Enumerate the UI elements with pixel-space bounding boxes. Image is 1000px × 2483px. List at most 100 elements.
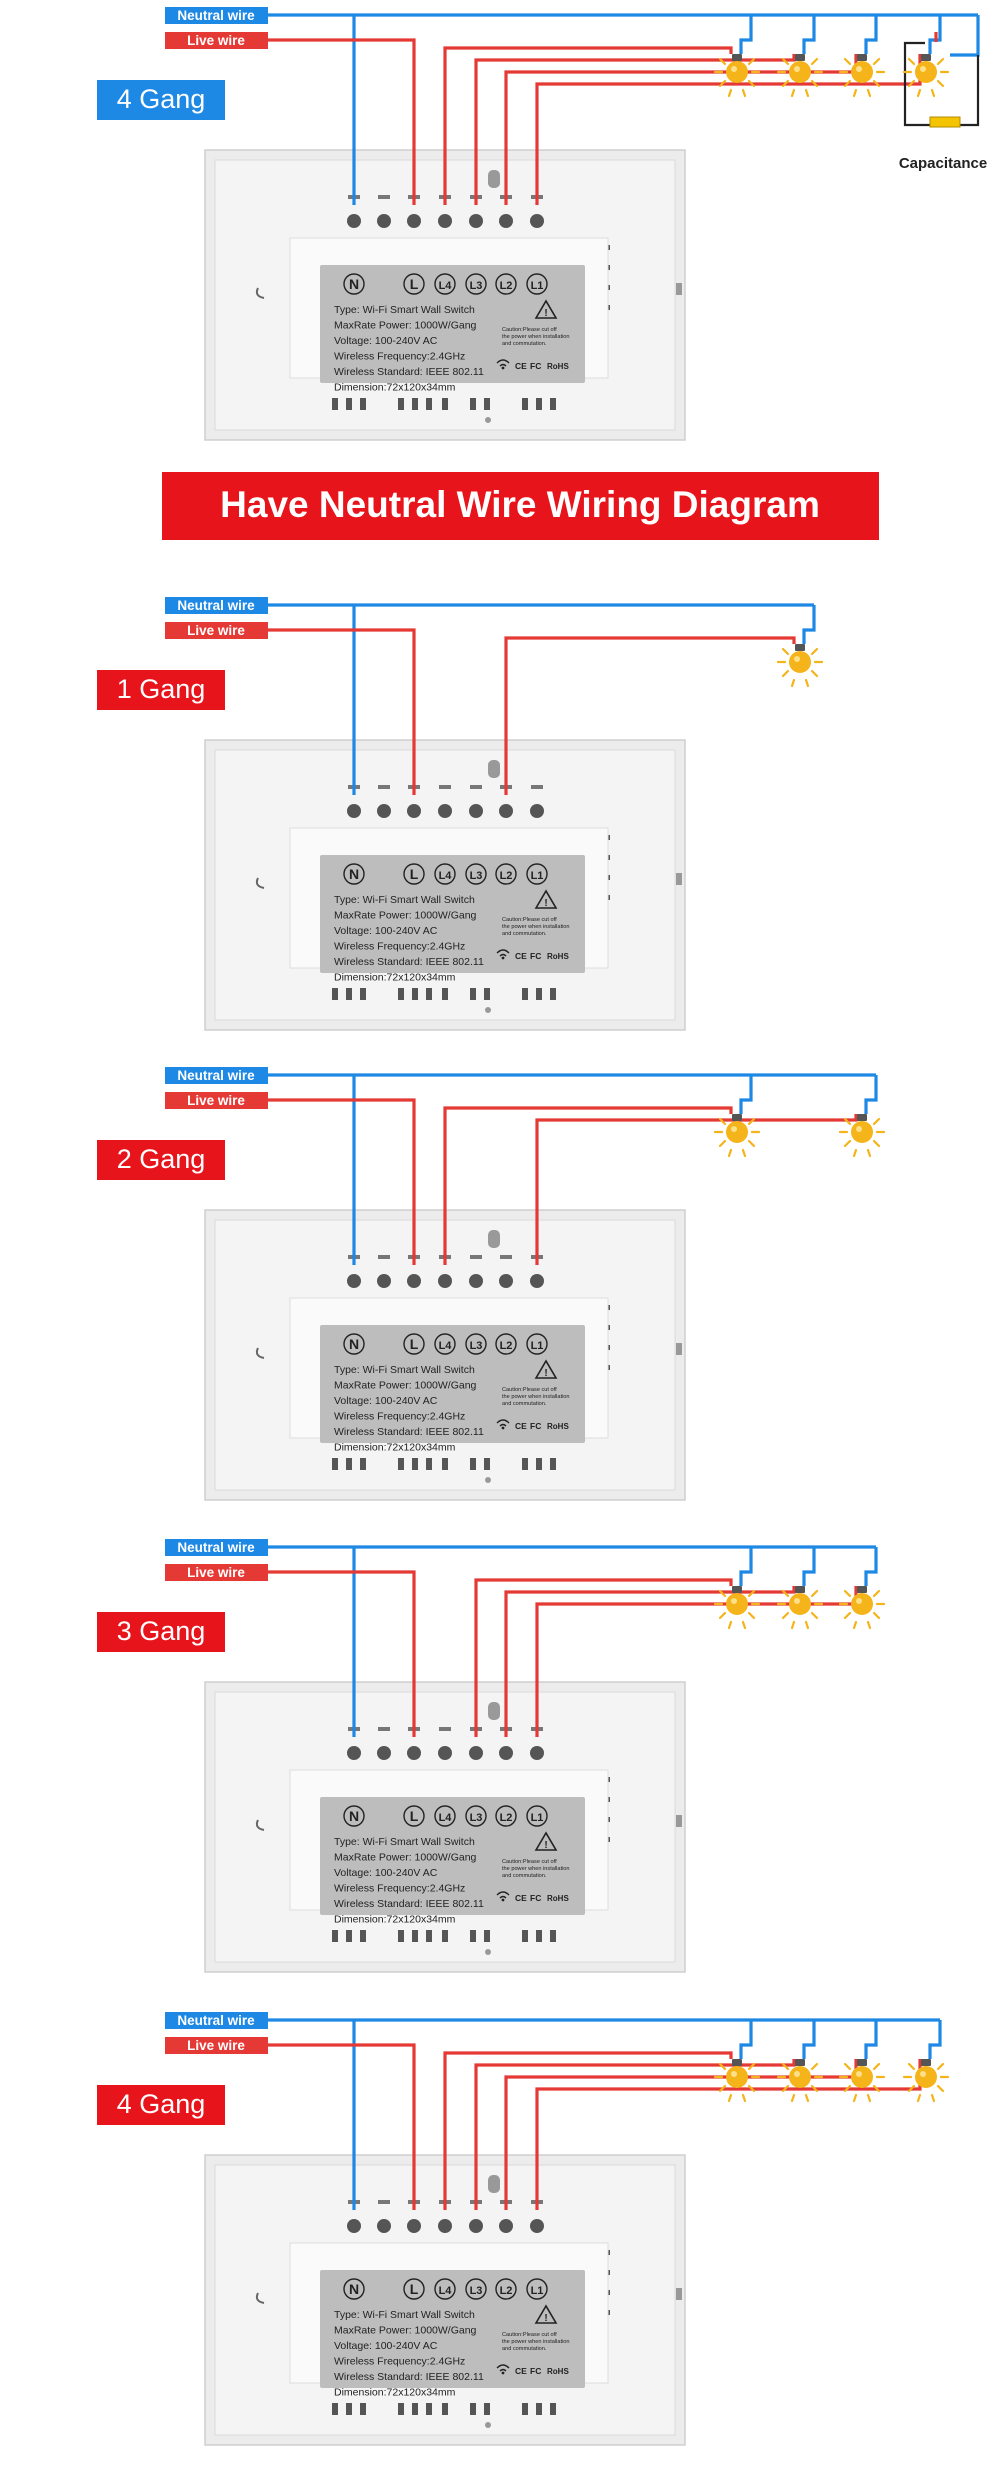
live-wire-label: Live wire <box>187 1565 245 1580</box>
bulb-icon <box>838 1114 886 1158</box>
bottom-pin <box>346 398 352 410</box>
neutral-branch <box>864 2020 878 2059</box>
wifi-icon <box>496 949 510 954</box>
terminal-mark <box>465 2278 487 2300</box>
bulb-ray <box>866 1148 872 1158</box>
terminal-label: L1 <box>531 1812 544 1824</box>
neutral-branch <box>864 15 878 54</box>
terminal-screw <box>407 214 421 228</box>
bulb-ray <box>843 57 852 66</box>
terminal-screw-top <box>439 1727 451 1731</box>
bulb-ray <box>810 1611 819 1620</box>
bulb-ray <box>727 1148 733 1158</box>
bulb-ray <box>872 79 881 88</box>
edge-notch <box>676 1815 682 1827</box>
bottom-pin <box>398 1930 404 1942</box>
bulb-ray <box>810 2062 819 2071</box>
top-tab <box>488 1230 500 1248</box>
terminal-screw <box>530 2219 544 2233</box>
bulb-highlight <box>731 2071 737 2077</box>
bulb-highlight <box>920 66 926 72</box>
terminal-screw <box>347 1274 361 1288</box>
bulb-ray <box>747 57 756 66</box>
switched-live-L3 <box>474 2059 796 2210</box>
bulb-base <box>795 1586 805 1593</box>
terminal-screw <box>438 1746 452 1760</box>
bottom-tab <box>485 1007 491 1013</box>
bulb-icon <box>902 54 950 98</box>
spec-line: Voltage: 100-240V AC <box>334 1867 438 1879</box>
terminal-screw <box>499 804 513 818</box>
bottom-pin <box>470 988 476 1000</box>
caution-line: and commutation. <box>502 1873 547 1879</box>
bulb-ray <box>804 88 810 98</box>
bulb-base <box>732 2059 742 2066</box>
bulb-glass <box>726 1121 748 1143</box>
terminal-mark <box>465 863 487 885</box>
bottom-pin <box>522 398 528 410</box>
bulb-glass <box>851 2066 873 2088</box>
live-wire-tag <box>165 32 268 49</box>
cert-ce: CE <box>515 361 527 371</box>
bottom-pin <box>484 2403 490 2415</box>
warning-mark: ! <box>544 308 547 319</box>
wifi-icon <box>496 2364 510 2369</box>
top-tab <box>488 2175 500 2193</box>
banner-background <box>162 472 879 540</box>
cert-ce: CE <box>515 1421 527 1431</box>
bulb-ray <box>916 88 922 98</box>
neutral-branch <box>802 2020 816 2059</box>
neutral-wire-label: Neutral wire <box>177 1068 255 1083</box>
caution-line: and commutation. <box>502 931 547 937</box>
terminal-screw <box>347 214 361 228</box>
terminal-screw <box>530 1274 544 1288</box>
bulb-base <box>921 2059 931 2066</box>
terminal-screw <box>407 804 421 818</box>
bulb-ray <box>781 1589 790 1598</box>
live-wire-tag <box>165 622 268 639</box>
live-wire-tag <box>165 1564 268 1581</box>
bottom-pin <box>442 988 448 1000</box>
bottom-pin <box>360 398 366 410</box>
warning-mark: ! <box>544 1840 547 1851</box>
cert-rohs: RoHS <box>547 1894 569 1903</box>
cap-body <box>929 116 961 128</box>
terminal-screw-top <box>378 195 390 199</box>
terminal-screw <box>347 2219 361 2233</box>
warning-icon <box>534 2304 558 2324</box>
terminal-label: L <box>410 2281 419 2297</box>
switched-live-L3 <box>474 54 796 205</box>
bottom-tab <box>485 1477 491 1483</box>
terminal-screw <box>347 804 361 818</box>
neutral-wire-tag <box>165 1539 268 1556</box>
bulb-ray <box>790 1620 796 1630</box>
switched-live-L4 <box>443 2051 733 2210</box>
neutral-branch <box>802 1547 816 1586</box>
caution-line: and commutation. <box>502 1401 547 1407</box>
bulb-ray <box>907 2062 916 2071</box>
bottom-pin <box>332 1458 338 1470</box>
bottom-pin <box>398 1458 404 1470</box>
gang-label-box <box>97 1612 225 1652</box>
bottom-pin <box>470 398 476 410</box>
bulb-ray <box>843 1117 852 1126</box>
bulb-ray <box>747 2062 756 2071</box>
caution-line: the power when installation <box>502 334 569 340</box>
terminal-screw <box>469 804 483 818</box>
bulb-glass <box>789 2066 811 2088</box>
terminal-mark <box>434 1333 456 1355</box>
warning-icon <box>534 889 558 909</box>
bottom-pin <box>522 1458 528 1470</box>
bottom-pin <box>412 988 418 1000</box>
neutral-wire-label: Neutral wire <box>177 2013 255 2028</box>
terminal-mark <box>465 1333 487 1355</box>
terminal-label: L3 <box>470 280 483 292</box>
bottom-tab <box>485 417 491 423</box>
bulb-highlight <box>920 2071 926 2077</box>
terminal-label: L4 <box>439 870 453 882</box>
bulb-ray <box>727 2093 733 2103</box>
wifi-icon <box>496 1419 510 1424</box>
terminal-mark <box>343 863 365 885</box>
